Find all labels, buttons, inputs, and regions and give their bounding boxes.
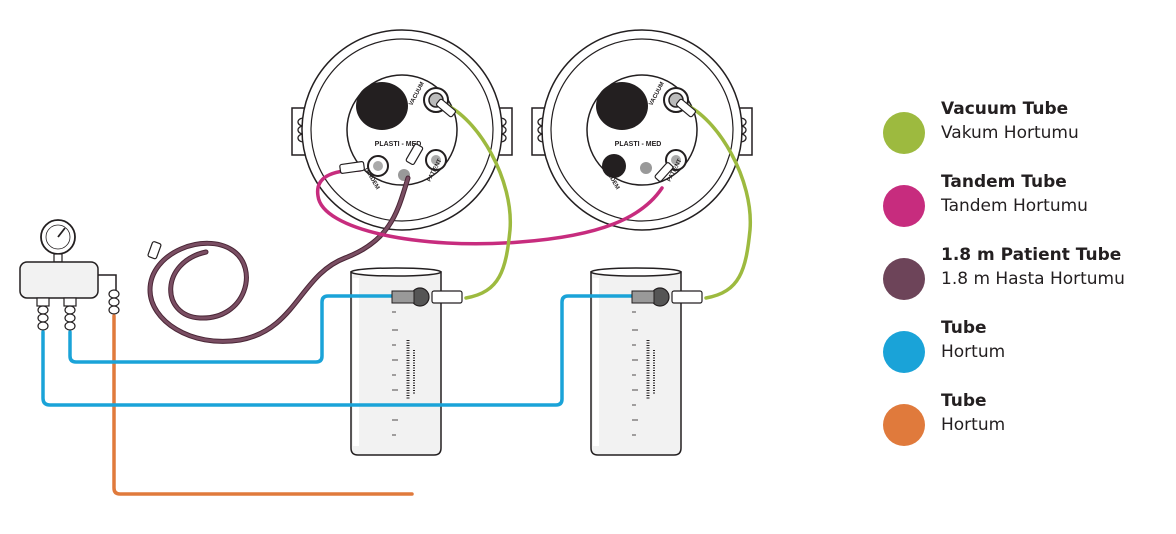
- legend-title: Vacuum Tube: [941, 99, 1069, 119]
- vacuum-regulator: [19, 219, 120, 331]
- legend-title: Tube: [941, 318, 987, 338]
- vacuum-tube-right: [682, 102, 752, 300]
- legend-title: Tandem Tube: [941, 172, 1067, 192]
- canister-lid-right: PLASTI - MED VACUUM PATIENT TANDEM: [531, 29, 753, 231]
- legend-color-dot: [883, 331, 925, 373]
- legend: Vacuum Tube Vakum Hortumu Tandem Tube Ta…: [880, 98, 1170, 463]
- tandem-tube: [315, 168, 664, 246]
- legend-title: Tube: [941, 391, 987, 411]
- canister-left: [350, 267, 442, 456]
- legend-subtitle: Tandem Hortumu: [941, 196, 1088, 216]
- orange-tube: [112, 314, 414, 496]
- legend-subtitle: 1.8 m Hasta Hortumu: [941, 269, 1125, 289]
- legend-subtitle: Hortum: [941, 415, 1006, 435]
- legend-item-blue-tube: Tube Hortum: [880, 317, 1170, 390]
- legend-item-orange-tube: Tube Hortum: [880, 390, 1170, 463]
- legend-item-vacuum-tube: Vacuum Tube Vakum Hortumu: [880, 98, 1170, 171]
- tubes: [41, 102, 752, 496]
- legend-item-patient-tube: 1.8 m Patient Tube 1.8 m Hasta Hortumu: [880, 244, 1170, 317]
- legend-color-dot: [883, 112, 925, 154]
- canister-right: [590, 267, 682, 456]
- legend-subtitle: Hortum: [941, 342, 1006, 362]
- vacuum-tube-left: [442, 102, 512, 300]
- legend-subtitle: Vakum Hortumu: [941, 123, 1079, 143]
- lid-brand-label: PLASTI - MED: [375, 141, 422, 148]
- legend-color-dot: [883, 258, 925, 300]
- blue-tube-long: [41, 294, 634, 407]
- legend-title: 1.8 m Patient Tube: [941, 245, 1122, 265]
- blue-tube-short: [68, 294, 394, 364]
- legend-color-dot: [883, 185, 925, 227]
- legend-item-tandem-tube: Tandem Tube Tandem Hortumu: [880, 171, 1170, 244]
- lid-brand-label: PLASTI - MED: [615, 141, 662, 148]
- tube-end-connectors: [147, 98, 697, 260]
- legend-color-dot: [883, 404, 925, 446]
- canister-connectors: [391, 287, 703, 307]
